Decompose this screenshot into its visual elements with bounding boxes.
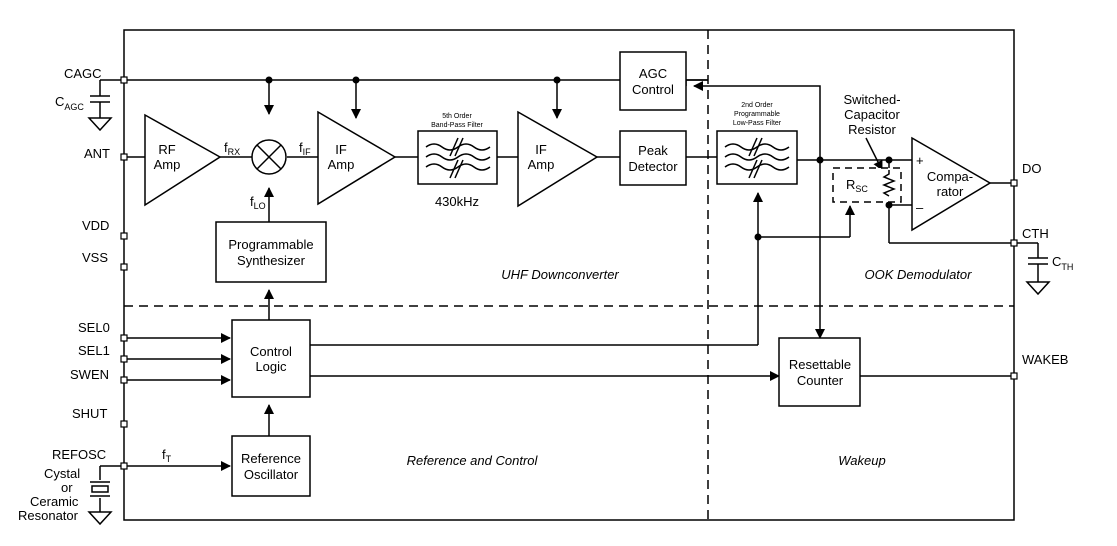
rf-amp: RF Amp — [144, 113, 222, 207]
svg-text:SEL1: SEL1 — [78, 343, 110, 358]
comparator: + – Compa- rator — [911, 136, 992, 232]
svg-text:SHUT: SHUT — [72, 406, 107, 421]
pin-ant: ANT — [84, 146, 128, 161]
svg-text:Synthesizer: Synthesizer — [237, 253, 306, 268]
svg-text:IF: IF — [535, 142, 547, 157]
svg-text:Counter: Counter — [797, 373, 844, 388]
if-amp-2: IF Amp — [517, 110, 599, 208]
svg-text:CTH: CTH — [1052, 254, 1073, 272]
svg-text:Capacitor: Capacitor — [844, 107, 900, 122]
svg-text:Amp: Amp — [154, 157, 181, 172]
agc-control: AGC Control — [619, 51, 687, 111]
cth-capacitor: CTH — [1017, 242, 1073, 296]
svg-text:Resettable: Resettable — [789, 357, 851, 372]
label-fif: fIF — [299, 140, 311, 157]
region-label-wakeup: Wakeup — [838, 453, 885, 468]
peak-detector: Peak Detector — [619, 130, 687, 186]
svg-text:REFOSC: REFOSC — [52, 447, 106, 462]
svg-text:Amp: Amp — [328, 157, 355, 172]
svg-text:5th Order: 5th Order — [442, 113, 472, 120]
pin-do: DO — [1010, 161, 1042, 187]
svg-text:Oscillator: Oscillator — [244, 467, 299, 482]
mixer — [251, 139, 287, 175]
svg-text:Logic: Logic — [255, 359, 287, 374]
svg-text:Compa-: Compa- — [927, 169, 973, 184]
resettable-counter: Resettable Counter — [778, 337, 861, 407]
svg-text:Detector: Detector — [628, 159, 678, 174]
svg-text:VDD: VDD — [82, 218, 109, 233]
pin-vss: VSS — [82, 250, 128, 271]
svg-text:Resistor: Resistor — [848, 122, 896, 137]
svg-text:CAGC: CAGC — [55, 94, 84, 112]
low-pass-filter: 2nd Order Programmable Low-Pass Filter — [716, 102, 798, 185]
svg-text:430kHz: 430kHz — [435, 194, 479, 209]
region-label-ook: OOK Demodulator — [865, 267, 973, 282]
programmable-synthesizer: Programmable Synthesizer — [215, 221, 327, 283]
svg-text:Reference: Reference — [241, 451, 301, 466]
region-label-refctl: Reference and Control — [407, 453, 539, 468]
pin-sel1: SEL1 — [78, 343, 128, 363]
svg-text:CTH: CTH — [1022, 226, 1049, 241]
svg-text:SEL0: SEL0 — [78, 320, 110, 335]
svg-text:RF: RF — [158, 142, 175, 157]
chip-outline — [123, 29, 1015, 521]
if-amp-1: IF Amp — [317, 110, 397, 206]
svg-text:ANT: ANT — [84, 146, 110, 161]
svg-text:Cystal: Cystal — [44, 466, 80, 481]
label-frx: fRX — [224, 140, 240, 157]
rsc-block: RSC — [832, 167, 902, 203]
svg-text:Ceramic: Ceramic — [30, 494, 79, 509]
svg-text:Control: Control — [250, 344, 292, 359]
svg-text:CAGC: CAGC — [64, 66, 102, 81]
svg-text:–: – — [916, 200, 924, 215]
band-pass-filter: 5th Order Band-Pass Filter 430kHz — [417, 113, 498, 209]
svg-text:VSS: VSS — [82, 250, 108, 265]
svg-text:Band-Pass Filter: Band-Pass Filter — [431, 122, 483, 129]
svg-text:Peak: Peak — [638, 143, 668, 158]
pin-wakeb: WAKEB — [1010, 352, 1068, 380]
svg-text:Low-Pass Filter: Low-Pass Filter — [733, 120, 782, 127]
label-flo: fLO — [250, 194, 266, 211]
svg-text:Switched-: Switched- — [843, 92, 900, 107]
svg-text:SWEN: SWEN — [70, 367, 109, 382]
cagc-capacitor: CAGC — [55, 79, 121, 132]
svg-text:RSC: RSC — [846, 177, 868, 194]
pin-shut: SHUT — [72, 406, 128, 428]
region-label-uhf: UHF Downconverter — [501, 267, 619, 282]
svg-text:Control: Control — [632, 82, 674, 97]
svg-text:+: + — [916, 153, 924, 168]
label-ft: fT — [162, 447, 172, 464]
svg-text:IF: IF — [335, 142, 347, 157]
svg-text:Programmable: Programmable — [228, 237, 313, 252]
svg-text:or: or — [61, 480, 73, 495]
svg-text:Amp: Amp — [528, 157, 555, 172]
svg-text:AGC: AGC — [639, 66, 667, 81]
svg-text:rator: rator — [937, 184, 964, 199]
control-logic: Control Logic — [231, 319, 311, 398]
pin-swen: SWEN — [70, 367, 128, 384]
svg-text:WAKEB: WAKEB — [1022, 352, 1068, 367]
svg-text:2nd Order: 2nd Order — [741, 102, 773, 109]
reference-oscillator: Reference Oscillator — [231, 435, 311, 497]
svg-text:Resonator: Resonator — [18, 508, 79, 523]
pin-sel0: SEL0 — [78, 320, 128, 342]
switched-capacitor-label: Switched- Capacitor Resistor — [843, 92, 901, 171]
svg-text:Programmable: Programmable — [734, 111, 780, 118]
crystal-resonator: Cystal or Ceramic Resonator — [18, 465, 121, 526]
svg-text:DO: DO — [1022, 161, 1042, 176]
pin-vdd: VDD — [82, 218, 128, 240]
